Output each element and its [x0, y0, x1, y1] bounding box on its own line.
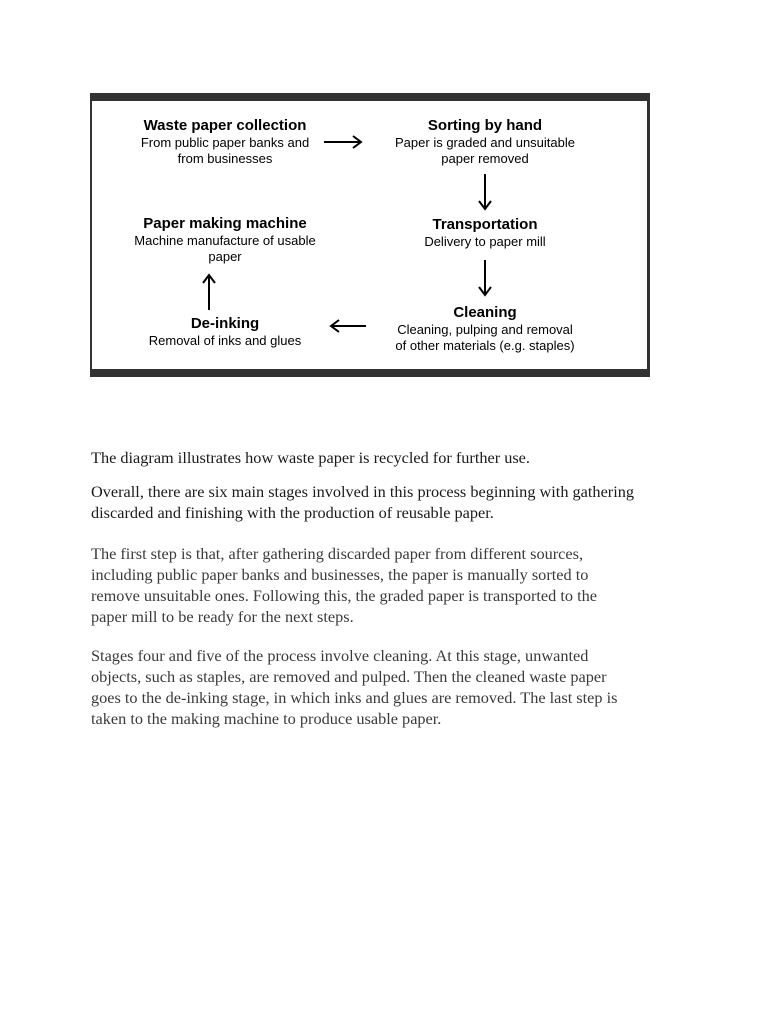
- text-line: paper mill to be ready for the next step…: [91, 607, 354, 626]
- stage-description-line: Cleaning, pulping and removal: [397, 322, 573, 337]
- text-line: discarded and finishing with the product…: [91, 503, 494, 522]
- stage-title: De-inking: [190, 315, 260, 332]
- text-line: objects, such as staples, are removed an…: [91, 667, 607, 686]
- stage-cleaning: Cleaning Cleaning, pulping and removal o…: [370, 304, 600, 354]
- stage-title: Paper making machine: [143, 215, 307, 232]
- stage-description-line: Paper is graded and unsuitable: [395, 135, 575, 150]
- diagram-canvas: Waste paper collection From public paper…: [92, 101, 647, 369]
- text-line: The first step is that, after gathering …: [91, 544, 584, 563]
- stage-description-line: of other materials (e.g. staples): [395, 338, 575, 353]
- stage-paper-making-machine: Paper making machine Machine manufacture…: [100, 215, 350, 265]
- stage-de-inking: De-inking Removal of inks and glues: [100, 315, 350, 349]
- stage-waste-paper-collection: Waste paper collection From public paper…: [100, 117, 350, 167]
- stage-title: Cleaning: [453, 304, 517, 321]
- text-line: remove unsuitable ones. Following this, …: [91, 586, 597, 605]
- arrow-left-icon: [329, 319, 366, 333]
- text-line: taken to the making machine to produce u…: [91, 709, 442, 728]
- stage-title: Transportation: [432, 216, 538, 233]
- stage-description-line: Delivery to paper mill: [424, 234, 546, 249]
- intro-paragraph: The diagram illustrates how waste paper …: [91, 447, 691, 468]
- arrow-up-icon: [202, 273, 216, 310]
- text-line: goes to the de-inking stage, in which in…: [91, 688, 618, 707]
- recycling-diagram: Waste paper collection From public paper…: [90, 93, 650, 377]
- body-paragraph-1: The first step is that, after gathering …: [91, 543, 691, 627]
- stage-description-line: paper removed: [441, 151, 529, 166]
- stage-transportation: Transportation Delivery to paper mill: [370, 216, 600, 250]
- text-line: Overall, there are six main stages invol…: [91, 482, 635, 501]
- text-line: The diagram illustrates how waste paper …: [91, 448, 530, 467]
- stage-title: Waste paper collection: [143, 117, 307, 134]
- stage-sorting-by-hand: Sorting by hand Paper is graded and unsu…: [370, 117, 600, 167]
- text-line: including public paper banks and busines…: [91, 565, 589, 584]
- arrow-down-icon: [478, 174, 492, 211]
- stage-description-line: Removal of inks and glues: [148, 333, 302, 348]
- stage-title: Sorting by hand: [427, 117, 543, 134]
- text-line: Stages four and five of the process invo…: [91, 646, 589, 665]
- stage-description-line: from businesses: [177, 151, 273, 166]
- overview-paragraph: Overall, there are six main stages invol…: [91, 481, 691, 523]
- arrow-right-icon: [324, 135, 363, 149]
- arrow-down-icon: [478, 260, 492, 297]
- body-paragraph-2: Stages four and five of the process invo…: [91, 645, 691, 729]
- stage-description-line: Machine manufacture of usable: [134, 233, 316, 248]
- stage-description-line: paper: [208, 249, 242, 264]
- stage-description-line: From public paper banks and: [140, 135, 310, 150]
